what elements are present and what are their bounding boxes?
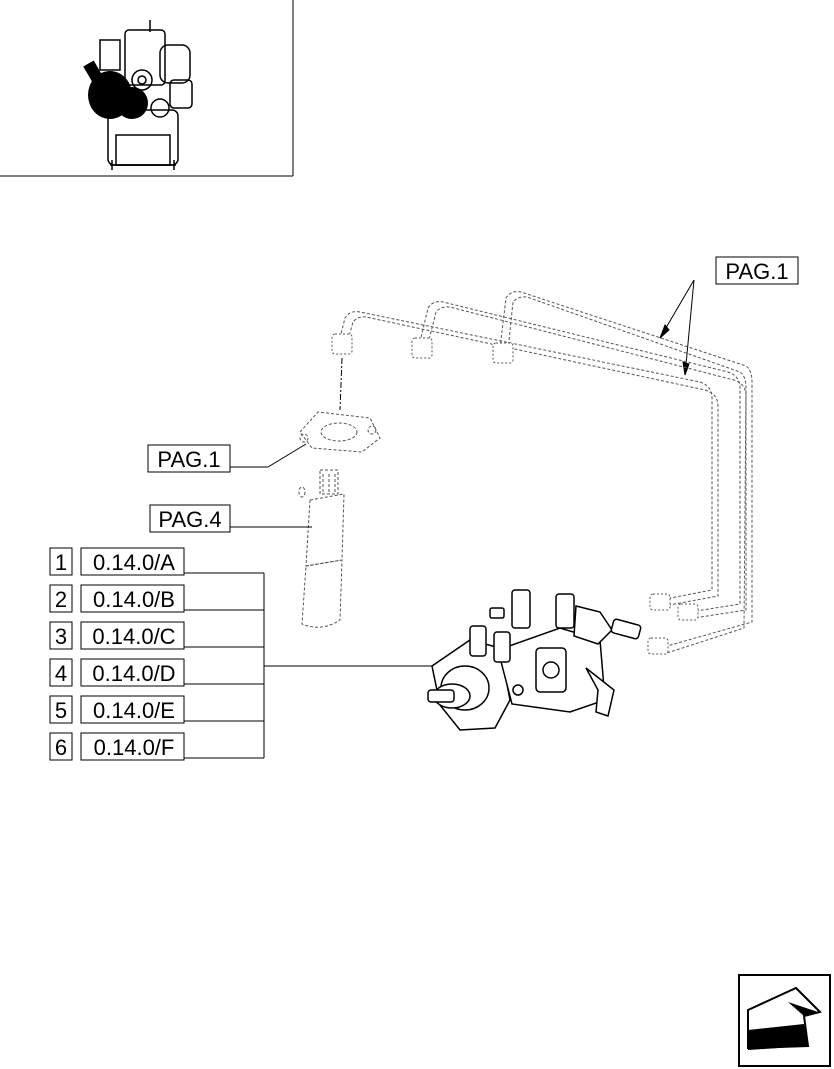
part-code: 0.14.0/F — [94, 735, 175, 760]
injector-part — [298, 469, 345, 628]
leader-line-flange — [230, 443, 307, 468]
part-row[interactable]: 6 0.14.0/F — [49, 732, 185, 761]
part-index-box — [49, 732, 73, 761]
part-code: 0.14.0/B — [93, 587, 175, 612]
parts-list — [184, 572, 432, 759]
next-page-arrow-icon[interactable] — [738, 974, 831, 1067]
leader-lines-top — [659, 279, 695, 376]
part-index: 6 — [55, 735, 67, 760]
reference-box-flange[interactable]: PAG.1 — [147, 444, 231, 473]
part-code-box — [80, 658, 185, 687]
part-index: 4 — [55, 661, 67, 686]
flange-part — [299, 411, 381, 453]
pipe-nuts — [331, 333, 699, 655]
part-index-box — [49, 621, 73, 650]
part-index: 3 — [55, 624, 67, 649]
part-row[interactable]: 1 0.14.0/A — [49, 547, 185, 576]
parts-bracket — [184, 572, 432, 759]
part-code-box — [80, 547, 185, 576]
part-index: 5 — [55, 698, 67, 723]
part-code: 0.14.0/E — [93, 698, 175, 723]
part-index-box — [49, 547, 73, 576]
part-code-box — [80, 695, 185, 724]
part-row[interactable]: 2 0.14.0/B — [49, 584, 185, 613]
reference-label-injector: PAG.4 — [158, 507, 221, 532]
axis-line — [339, 357, 343, 411]
part-index: 1 — [55, 550, 67, 575]
reference-label-flange: PAG.1 — [157, 447, 220, 472]
part-index: 2 — [55, 587, 67, 612]
engine-thumbnail-icon — [0, 0, 294, 177]
part-row[interactable]: 3 0.14.0/C — [49, 621, 185, 650]
part-code-box — [80, 584, 185, 613]
part-code: 0.14.0/A — [93, 550, 175, 575]
injection-pipes — [339, 291, 753, 655]
injection-pump — [427, 589, 642, 731]
part-index-box — [49, 584, 73, 613]
part-code-box — [80, 621, 185, 650]
part-index-box — [49, 695, 73, 724]
part-code: 0.14.0/D — [92, 661, 175, 686]
reference-label-top: PAG.1 — [725, 259, 788, 284]
part-code-box — [80, 732, 185, 761]
part-row[interactable]: 5 0.14.0/E — [49, 695, 185, 724]
part-index-box — [49, 658, 73, 687]
part-row[interactable]: 4 0.14.0/D — [49, 658, 185, 687]
reference-box-injector[interactable]: PAG.4 — [149, 504, 231, 533]
reference-box-top[interactable]: PAG.1 — [715, 256, 799, 285]
part-code: 0.14.0/C — [92, 624, 175, 649]
